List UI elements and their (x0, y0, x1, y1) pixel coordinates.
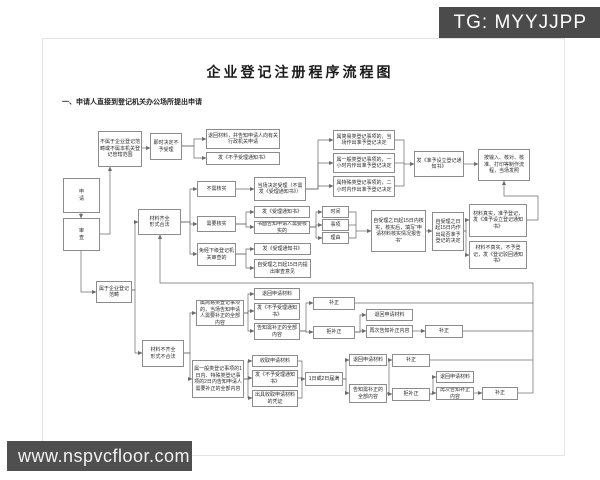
flow-node-correct-2: 补正 (425, 325, 463, 338)
flow-node-accept-notice-a: 发《受理通知书》 (254, 206, 310, 218)
flow-node-apply: 申 请 (63, 178, 100, 213)
flow-connector (181, 221, 198, 256)
flow-node-refuse-correct-1: 拒补正 (313, 326, 355, 339)
flow-node-general-decide: 属一般类登记事项的，一小时内作出准予登记决定 (333, 153, 395, 173)
flow-node-review: 审 查 (63, 218, 100, 251)
flow-connector (355, 329, 367, 333)
flow-node-no-accept-notice-1: 发《不予受理通知书》 (254, 303, 300, 320)
flow-node-true-approve: 材料真实，准予登记，发《准予设立登记通知书》 (469, 204, 527, 237)
flow-connector (244, 292, 255, 314)
flow-node-false-reject: 材料不真实，不予登记，发《登记驳回通知书》 (469, 241, 527, 269)
flow-node-need-verify: 需要核实 (197, 216, 236, 232)
flow-node-decide-15days: 自受理之日起15日内作出是否准予登记的决定 (432, 212, 464, 251)
flow-node-inform-correct-1: 告知需补正的全部内容 (254, 323, 300, 340)
flow-connector (355, 313, 367, 333)
flow-connector (236, 210, 255, 225)
flow-connector (395, 164, 405, 187)
flow-node-instant-no-accept: 即时决定不予受理 (150, 133, 182, 160)
flow-node-inform-correct-2: 告知需补正的全部内容 (349, 384, 387, 403)
flow-node-written-inform-verify: 书面告知申请人需要核实的 (254, 221, 310, 234)
flow-connector (100, 166, 112, 235)
flow-node-special-decide: 属特殊类登记事项的，二小时内作出准予登记决定 (333, 176, 395, 197)
flow-connector (300, 330, 314, 334)
flow-connector (395, 139, 405, 164)
flow-connector (349, 231, 357, 239)
flow-node-materials-receipt: 出具收取申请材料的凭证 (252, 390, 298, 407)
flow-connector (80, 251, 97, 294)
flow-connector (182, 137, 207, 147)
flow-connector (236, 247, 255, 255)
flow-connector (298, 360, 303, 379)
flow-node-return-materials-1: 退回申请材料 (254, 288, 300, 300)
flow-connector (343, 378, 350, 395)
flow-node-collect-materials: 收取申请材料 (252, 355, 298, 367)
flow-connector (182, 145, 207, 160)
flow-connector (306, 161, 334, 190)
flow-connector (349, 211, 357, 231)
flow-connector (502, 180, 539, 221)
flow-node-return-materials-3: 退回申请材料 (349, 354, 387, 366)
flow-node-no-accept-notice: 发《不予受理通知书》 (206, 152, 280, 165)
flow-node-materials-incomplete: 材料不齐全 形式不合法 (142, 340, 184, 367)
site-watermark-bar: www.nspvcfloor.com (7, 441, 192, 471)
flow-connector (430, 391, 437, 395)
flow-node-approve-setup-notice: 发《准予设立登记通知书》 (414, 151, 464, 177)
flow-connector (181, 187, 198, 223)
flow-node-in-scope: 属于企业登记范畴 (96, 281, 132, 303)
flow-node-reinform-correct-2: 再次告知补正内容 (436, 387, 474, 400)
flow-connector (244, 359, 253, 380)
flow-connector (298, 379, 303, 399)
flow-node-accept-on-spot: 当场决定受理（不需发《受理通知书》） (254, 177, 306, 201)
flow-connector (244, 378, 253, 400)
flow-connector (132, 289, 143, 355)
flow-node-correct-1: 补正 (313, 297, 355, 310)
flow-connector (158, 234, 534, 393)
flow-node-correct-3: 补正 (392, 354, 430, 367)
flow-connector (306, 184, 334, 190)
flow-connector (300, 301, 314, 332)
flow-node-return-materials-4: 退回申请材料 (436, 371, 474, 383)
flow-node-no-accept-notice-2: 发《不予受理通知书》 (252, 370, 298, 387)
flow-node-reinform-correct-1: 再次告知补正内容 (366, 325, 413, 338)
flow-node-verify-time: 时间 (322, 206, 349, 218)
flow-node-return-materials-2: 退回申请材料 (366, 309, 413, 321)
flow-node-simple-decide: 属简易类登记事项的，当场作出准予登记决定 (333, 130, 395, 150)
flow-node-refuse-correct-2: 拒补正 (392, 388, 430, 401)
flow-node-verify-reason: 理由 (322, 232, 349, 244)
flow-connector (236, 253, 255, 270)
flow-node-return-materials-inform-authority: 退回材料，并告知申请人向有关行政机关申请 (206, 129, 280, 149)
page-title: 企业登记注册程序流程图 (206, 66, 394, 81)
flow-node-general-inform-correct: 属一般类登记事项的1日内、特殊类登记事项的2日内告知申请人需要补正的全部内容 (192, 360, 244, 398)
flow-node-correct-4: 补正 (482, 387, 518, 400)
flow-node-verify-item: 事项 (322, 219, 349, 231)
flow-connector (184, 311, 197, 354)
flow-connector (236, 223, 255, 229)
tg-watermark-badge: TG: MYYJJPP (438, 7, 600, 38)
flow-node-review-opinion-15days: 自受理之日起15日内提出审查意见 (254, 259, 311, 278)
section-heading: 一、申请人直接到登记机关办公场所提出申请 (62, 99, 202, 106)
flow-node-simple-inform-correct: 属简易类登记事项的，当场告知申请人需要补正的全部内容 (196, 300, 244, 326)
flow-connector (306, 138, 334, 190)
flow-connector (184, 352, 193, 381)
flow-node-due-1or2-days: 1日或2日届满 (305, 372, 343, 386)
flow-node-not-in-scope: 不属于企业登记范畴或不属本机关登记管辖范围 (98, 131, 142, 167)
flow-node-issue-license: 按输入、核对、核准、打印等制作流程，当场发照 (478, 149, 530, 181)
flow-connector (464, 230, 470, 257)
flow-node-no-verify: 不需核实 (197, 181, 236, 197)
flow-connector (244, 312, 255, 333)
flow-connector (310, 226, 323, 240)
flow-node-exempt-lower-review: 免经下级登记机关审查的 (197, 243, 236, 266)
flow-node-verify-15days: 自受理之日起15日内核实，核实后，填写“申请材料核实情况报告书” (371, 210, 426, 252)
flow-node-accept-notice-b: 发《受理通知书》 (254, 243, 311, 255)
flow-node-materials-complete: 材料齐全 形式合法 (138, 209, 181, 235)
